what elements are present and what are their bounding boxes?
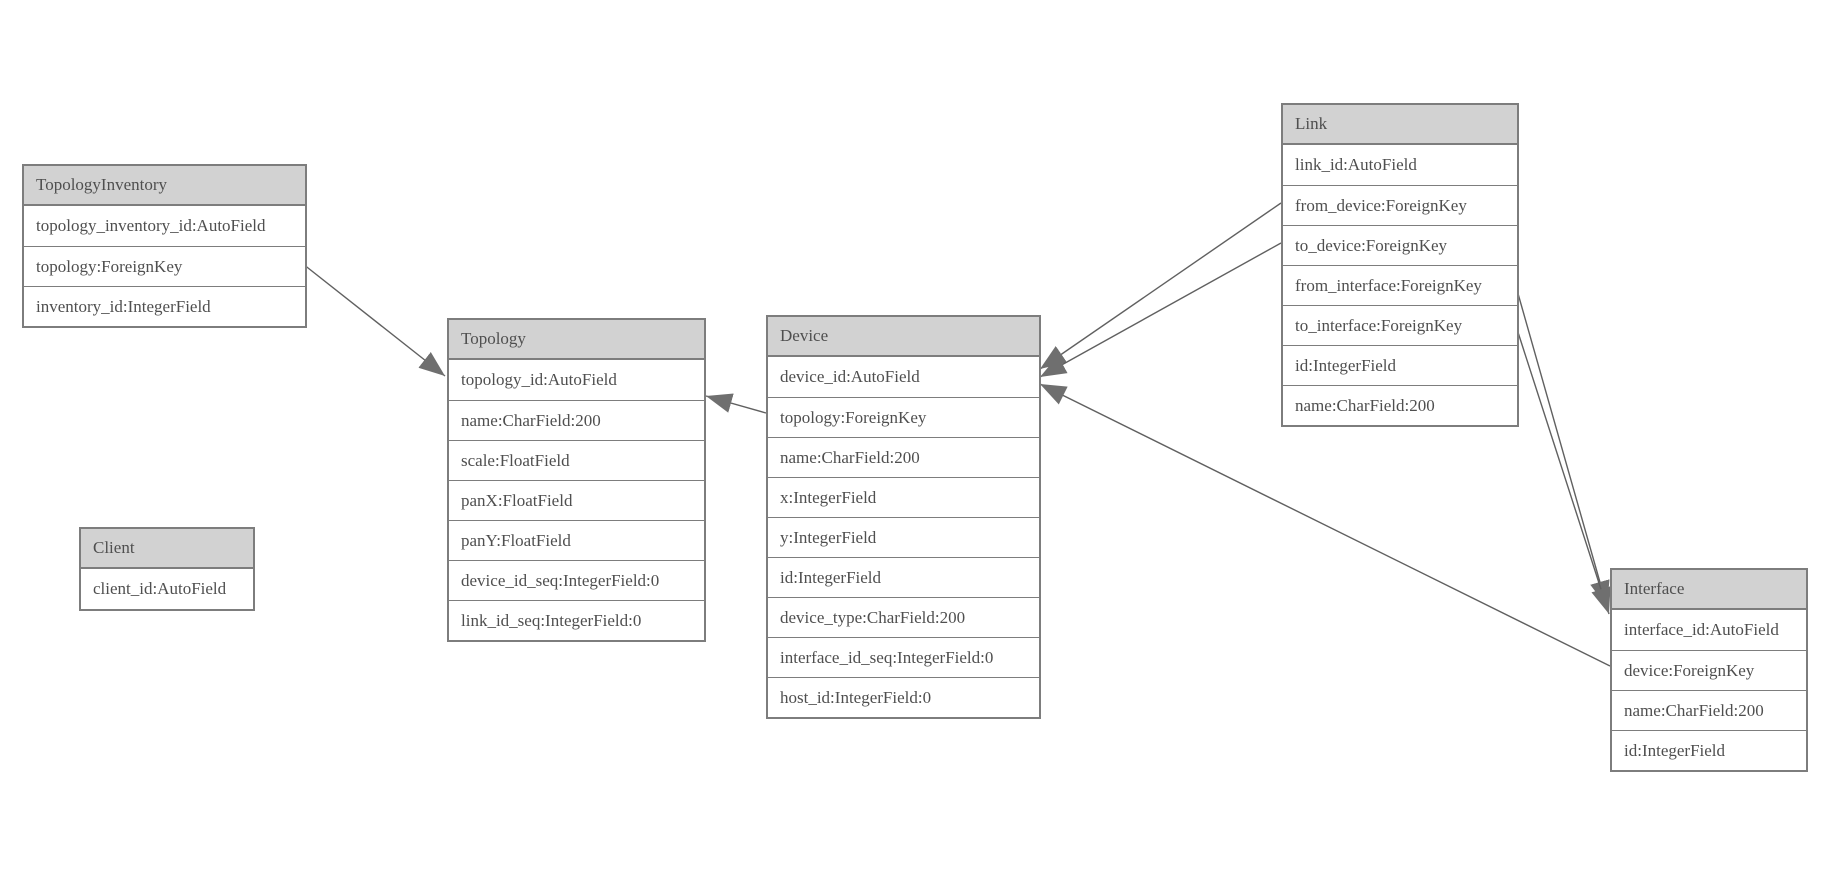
entity-field-row: device_id_seq:IntegerField:0 [449, 560, 704, 600]
entity-field-row: to_device:ForeignKey [1283, 225, 1517, 265]
entity-field-row: topology:ForeignKey [24, 246, 305, 286]
entity-field-row: panY:FloatField [449, 520, 704, 560]
entity-interface: Interface interface_id:AutoField device:Fo… [1610, 568, 1808, 772]
entity-field-row: name:CharField:200 [1612, 690, 1806, 730]
entity-field-row: host_id:IntegerField:0 [768, 677, 1039, 717]
relation-link-from_device-to-device [1039, 202, 1282, 370]
entity-client: Client client_id:AutoField [79, 527, 255, 611]
relation-link-to_interface-to-interface [1514, 322, 1611, 615]
entity-field-row: interface_id_seq:IntegerField:0 [768, 637, 1039, 677]
entity-title-device: Device [768, 317, 1039, 357]
entity-title-client: Client [81, 529, 253, 569]
entity-title-link: Link [1283, 105, 1517, 145]
entity-field-row: client_id:AutoField [93, 579, 227, 598]
entity-field-row: name:CharField:200 [768, 437, 1039, 477]
entity-field-row: interface_id:AutoField [1624, 620, 1779, 639]
entity-field-row: x:IntegerField [768, 477, 1039, 517]
entity-title-topology: Topology [449, 320, 704, 360]
entity-field-row: from_device:ForeignKey [1283, 185, 1517, 225]
entity-field-row: topology_inventory_id:AutoField [36, 216, 266, 235]
relation-link-to_device-to-device [1039, 242, 1282, 378]
relation-link-from_interface-to-interface [1514, 282, 1610, 608]
entity-field-row: device:ForeignKey [1612, 650, 1806, 690]
entity-field-row: link_id:AutoField [1295, 155, 1417, 174]
entity-field-row: id:IntegerField [1283, 345, 1517, 385]
entity-topologyinventory: TopologyInventory topology_inventory_id:A… [22, 164, 307, 328]
entity-field-row: y:IntegerField [768, 517, 1039, 557]
entity-field-row: from_interface:ForeignKey [1283, 265, 1517, 305]
relation-topologyinventory-topology-to-topology [302, 263, 446, 377]
entity-title-topologyinventory: TopologyInventory [24, 166, 305, 206]
entity-link: Link link_id:AutoField from_device:Foreign… [1281, 103, 1519, 427]
entity-field-row: device_id:AutoField [780, 367, 920, 386]
entity-field-row: scale:FloatField [449, 440, 704, 480]
entity-field-row: id:IntegerField [1612, 730, 1806, 770]
entity-field-row: to_interface:ForeignKey [1283, 305, 1517, 345]
entity-field-row: link_id_seq:IntegerField:0 [449, 600, 704, 640]
entity-title-interface: Interface [1612, 570, 1806, 610]
entity-field-row: id:IntegerField [768, 557, 1039, 597]
entity-field-row: name:CharField:200 [449, 400, 704, 440]
entity-device: Device device_id:AutoField topology:Foreig… [766, 315, 1041, 719]
entity-topology: Topology topology_id:AutoField name:CharFi… [447, 318, 706, 642]
entity-field-row: panX:FloatField [449, 480, 704, 520]
entity-field-row: topology_id:AutoField [461, 370, 617, 389]
relation-device-topology-to-topology [705, 393, 767, 414]
entity-field-row: name:CharField:200 [1283, 385, 1517, 425]
entity-field-row: topology:ForeignKey [768, 397, 1039, 437]
entity-field-row: device_type:CharField:200 [768, 597, 1039, 637]
entity-field-row: inventory_id:IntegerField [24, 286, 305, 326]
